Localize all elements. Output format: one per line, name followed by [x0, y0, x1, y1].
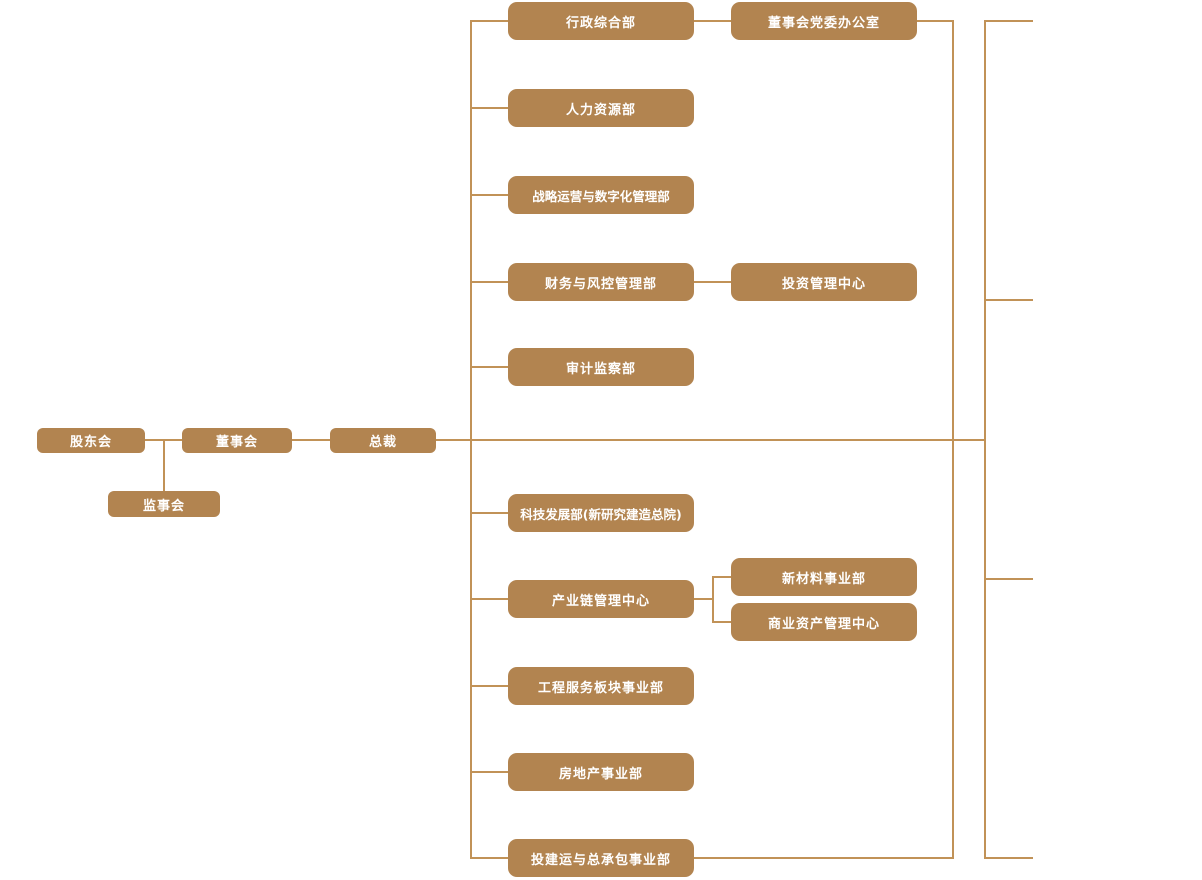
connector-stub-ibo: [470, 857, 508, 859]
connector-right-spine-2: [984, 20, 986, 859]
connector-partyoffice-rightspine: [917, 20, 952, 22]
org-node-audit-supervision[interactable]: 审计监察部: [508, 348, 694, 386]
connector-branch-commercial: [712, 621, 731, 623]
connector-truncated-stub-1: [984, 20, 1033, 22]
org-node-industry-chain[interactable]: 产业链管理中心: [508, 580, 694, 618]
connector-stub-strategy: [470, 194, 508, 196]
org-node-shareholders[interactable]: 股东会: [37, 428, 145, 453]
connector-stub-admin: [470, 20, 508, 22]
org-node-new-materials[interactable]: 新材料事业部: [731, 558, 917, 596]
connector-truncated-stub-3: [984, 578, 1033, 580]
org-node-party-committee-office[interactable]: 董事会党委办公室: [731, 2, 917, 40]
org-node-engineering-services[interactable]: 工程服务板块事业部: [508, 667, 694, 705]
connector-stub-engineering: [470, 685, 508, 687]
connector-department-spine: [470, 20, 472, 859]
connector-finance-investment: [694, 281, 731, 283]
org-node-ibo-epc[interactable]: 投建运与总承包事业部: [508, 839, 694, 877]
connector-trunk-president-departments: [436, 439, 984, 441]
org-node-president[interactable]: 总裁: [330, 428, 436, 453]
connector-stub-audit: [470, 366, 508, 368]
org-node-board-of-directors[interactable]: 董事会: [182, 428, 292, 453]
connector-truncated-stub-4: [984, 857, 1033, 859]
connector-admin-partyoffice: [694, 20, 731, 22]
connector-stub-tech: [470, 512, 508, 514]
org-node-admin-general[interactable]: 行政综合部: [508, 2, 694, 40]
org-node-supervisory-board[interactable]: 监事会: [108, 491, 220, 517]
connector-drop-supervisory: [163, 439, 165, 491]
connector-right-spine-1: [952, 20, 954, 859]
org-node-human-resources[interactable]: 人力资源部: [508, 89, 694, 127]
connector-chain-branch: [694, 598, 712, 600]
connector-branch-materials: [712, 576, 731, 578]
connector-board-president: [292, 439, 330, 441]
connector-ibo-rightspine: [694, 857, 952, 859]
connector-stub-chain: [470, 598, 508, 600]
org-node-tech-development[interactable]: 科技发展部(新研究建造总院): [508, 494, 694, 532]
connector-stub-realestate: [470, 771, 508, 773]
org-node-investment-center[interactable]: 投资管理中心: [731, 263, 917, 301]
org-node-strategy-digital[interactable]: 战略运营与数字化管理部: [508, 176, 694, 214]
connector-chain-branch-spine: [712, 576, 714, 622]
connector-truncated-stub-2: [984, 299, 1033, 301]
connector-stub-hr: [470, 107, 508, 109]
org-node-commercial-assets[interactable]: 商业资产管理中心: [731, 603, 917, 641]
org-node-finance-risk[interactable]: 财务与风控管理部: [508, 263, 694, 301]
connector-stub-finance: [470, 281, 508, 283]
org-node-real-estate[interactable]: 房地产事业部: [508, 753, 694, 791]
